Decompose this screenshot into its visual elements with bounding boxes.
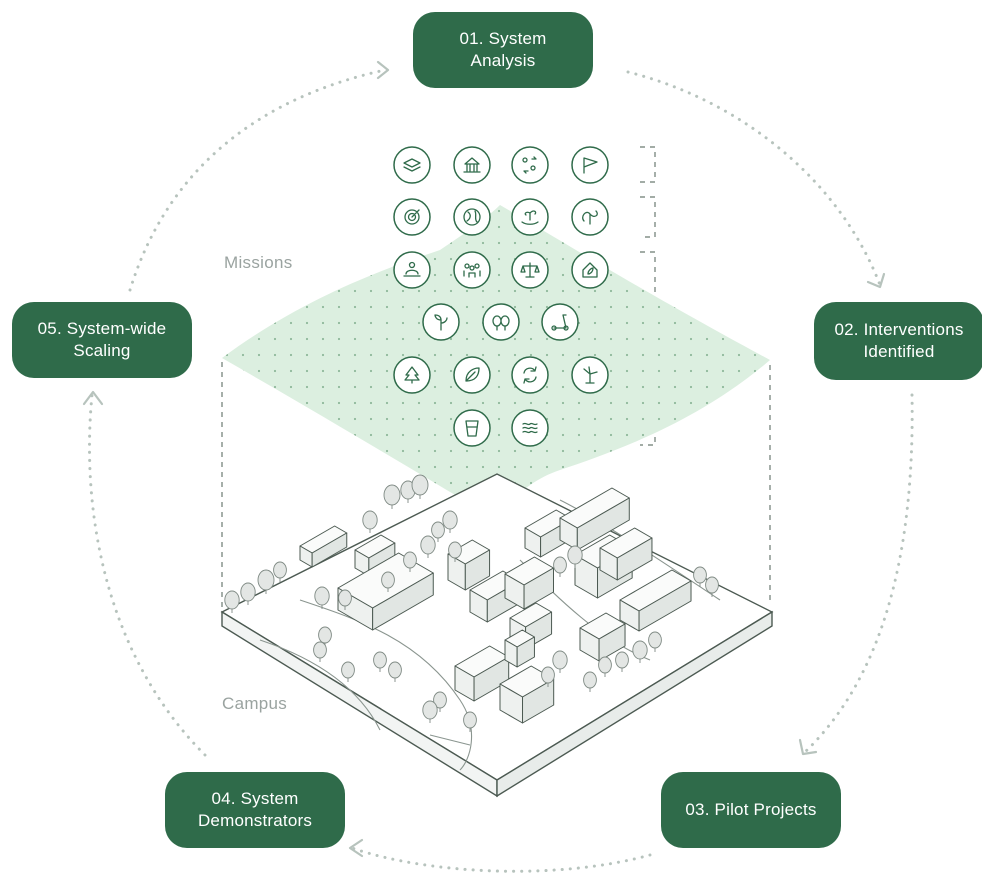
building (447, 539, 491, 591)
missions-label: Missions (224, 253, 293, 272)
tree (383, 484, 401, 509)
arrowhead-5 (82, 390, 104, 406)
tree (433, 691, 447, 712)
campus-trees (224, 474, 719, 732)
arrow-3-to-4 (350, 846, 652, 873)
arrow-5-to-1 (128, 68, 387, 292)
arrowhead-2 (866, 272, 886, 289)
forest-icon (482, 303, 520, 341)
step-5-system-wide-scaling: 05. System-wide Scaling (12, 302, 192, 378)
arrowhead-4 (348, 838, 364, 858)
tree (403, 551, 417, 572)
tree (442, 510, 458, 533)
tree-icon (393, 356, 431, 394)
building (599, 527, 653, 581)
tree (463, 711, 477, 732)
tree (257, 569, 275, 594)
infinity-loop-icon (571, 198, 609, 236)
tree (567, 545, 583, 568)
tree (615, 651, 629, 672)
step-3-pilot-projects: 03. Pilot Projects (661, 772, 841, 848)
institution-icon (453, 146, 491, 184)
tree (448, 541, 462, 562)
tree (552, 650, 568, 673)
scales-icon (511, 251, 549, 289)
arrowheads (82, 60, 886, 858)
tree (648, 631, 662, 652)
tree (420, 535, 436, 558)
globe-icon (453, 198, 491, 236)
building (454, 645, 510, 702)
tree (541, 666, 555, 687)
tree (553, 556, 567, 577)
tree (705, 576, 719, 597)
arrow-4-to-5 (87, 393, 207, 757)
leaf-icon (453, 356, 491, 394)
tree (341, 661, 355, 682)
tree (422, 700, 438, 723)
person-desk-icon (393, 251, 431, 289)
tree (632, 640, 648, 663)
layers-icon (393, 146, 431, 184)
tree (318, 626, 332, 647)
people-exchange-icon (511, 146, 549, 184)
sprout-icon (422, 303, 460, 341)
building (504, 629, 535, 668)
scooter-icon (541, 303, 579, 341)
community-icon (453, 251, 491, 289)
arrow-2-to-3 (803, 393, 914, 754)
mission-icons (393, 146, 609, 447)
step-4-system-demonstrators: 04. System Demonstrators (165, 772, 345, 848)
campus-base (220, 473, 774, 798)
hands-seedling-icon (511, 198, 549, 236)
arrow-1-to-2 (626, 70, 882, 287)
home-leaf-icon (571, 251, 609, 289)
campus-label: Campus (222, 694, 288, 713)
tree (338, 589, 352, 610)
tree (362, 510, 378, 533)
campus-buildings (299, 487, 692, 724)
waves-icon (511, 409, 549, 447)
tree (388, 661, 402, 682)
tree (273, 561, 287, 582)
flag-icon (571, 146, 609, 184)
tree (373, 651, 387, 672)
cycle-arrows (87, 68, 914, 873)
arrowhead-1 (376, 60, 390, 80)
recycle-icon (511, 356, 549, 394)
target-icon (393, 198, 431, 236)
tree (411, 474, 429, 499)
tree (224, 590, 240, 613)
arrowhead-3 (798, 738, 818, 756)
building (559, 487, 630, 551)
tree (583, 671, 597, 692)
tree (381, 571, 395, 592)
step-2-interventions-identified: 02. Interventions Identified (814, 302, 982, 380)
building (504, 556, 554, 610)
tree (693, 566, 707, 587)
water-glass-icon (453, 409, 491, 447)
tree (313, 641, 327, 662)
building (579, 612, 626, 662)
building (499, 665, 555, 724)
wind-turbine-icon (571, 356, 609, 394)
tree (314, 586, 330, 609)
tree (240, 582, 256, 605)
step-1-system-analysis: 01. System Analysis (413, 12, 593, 88)
building (299, 525, 348, 568)
tree (431, 521, 445, 542)
tree (598, 656, 612, 677)
building (619, 569, 692, 632)
